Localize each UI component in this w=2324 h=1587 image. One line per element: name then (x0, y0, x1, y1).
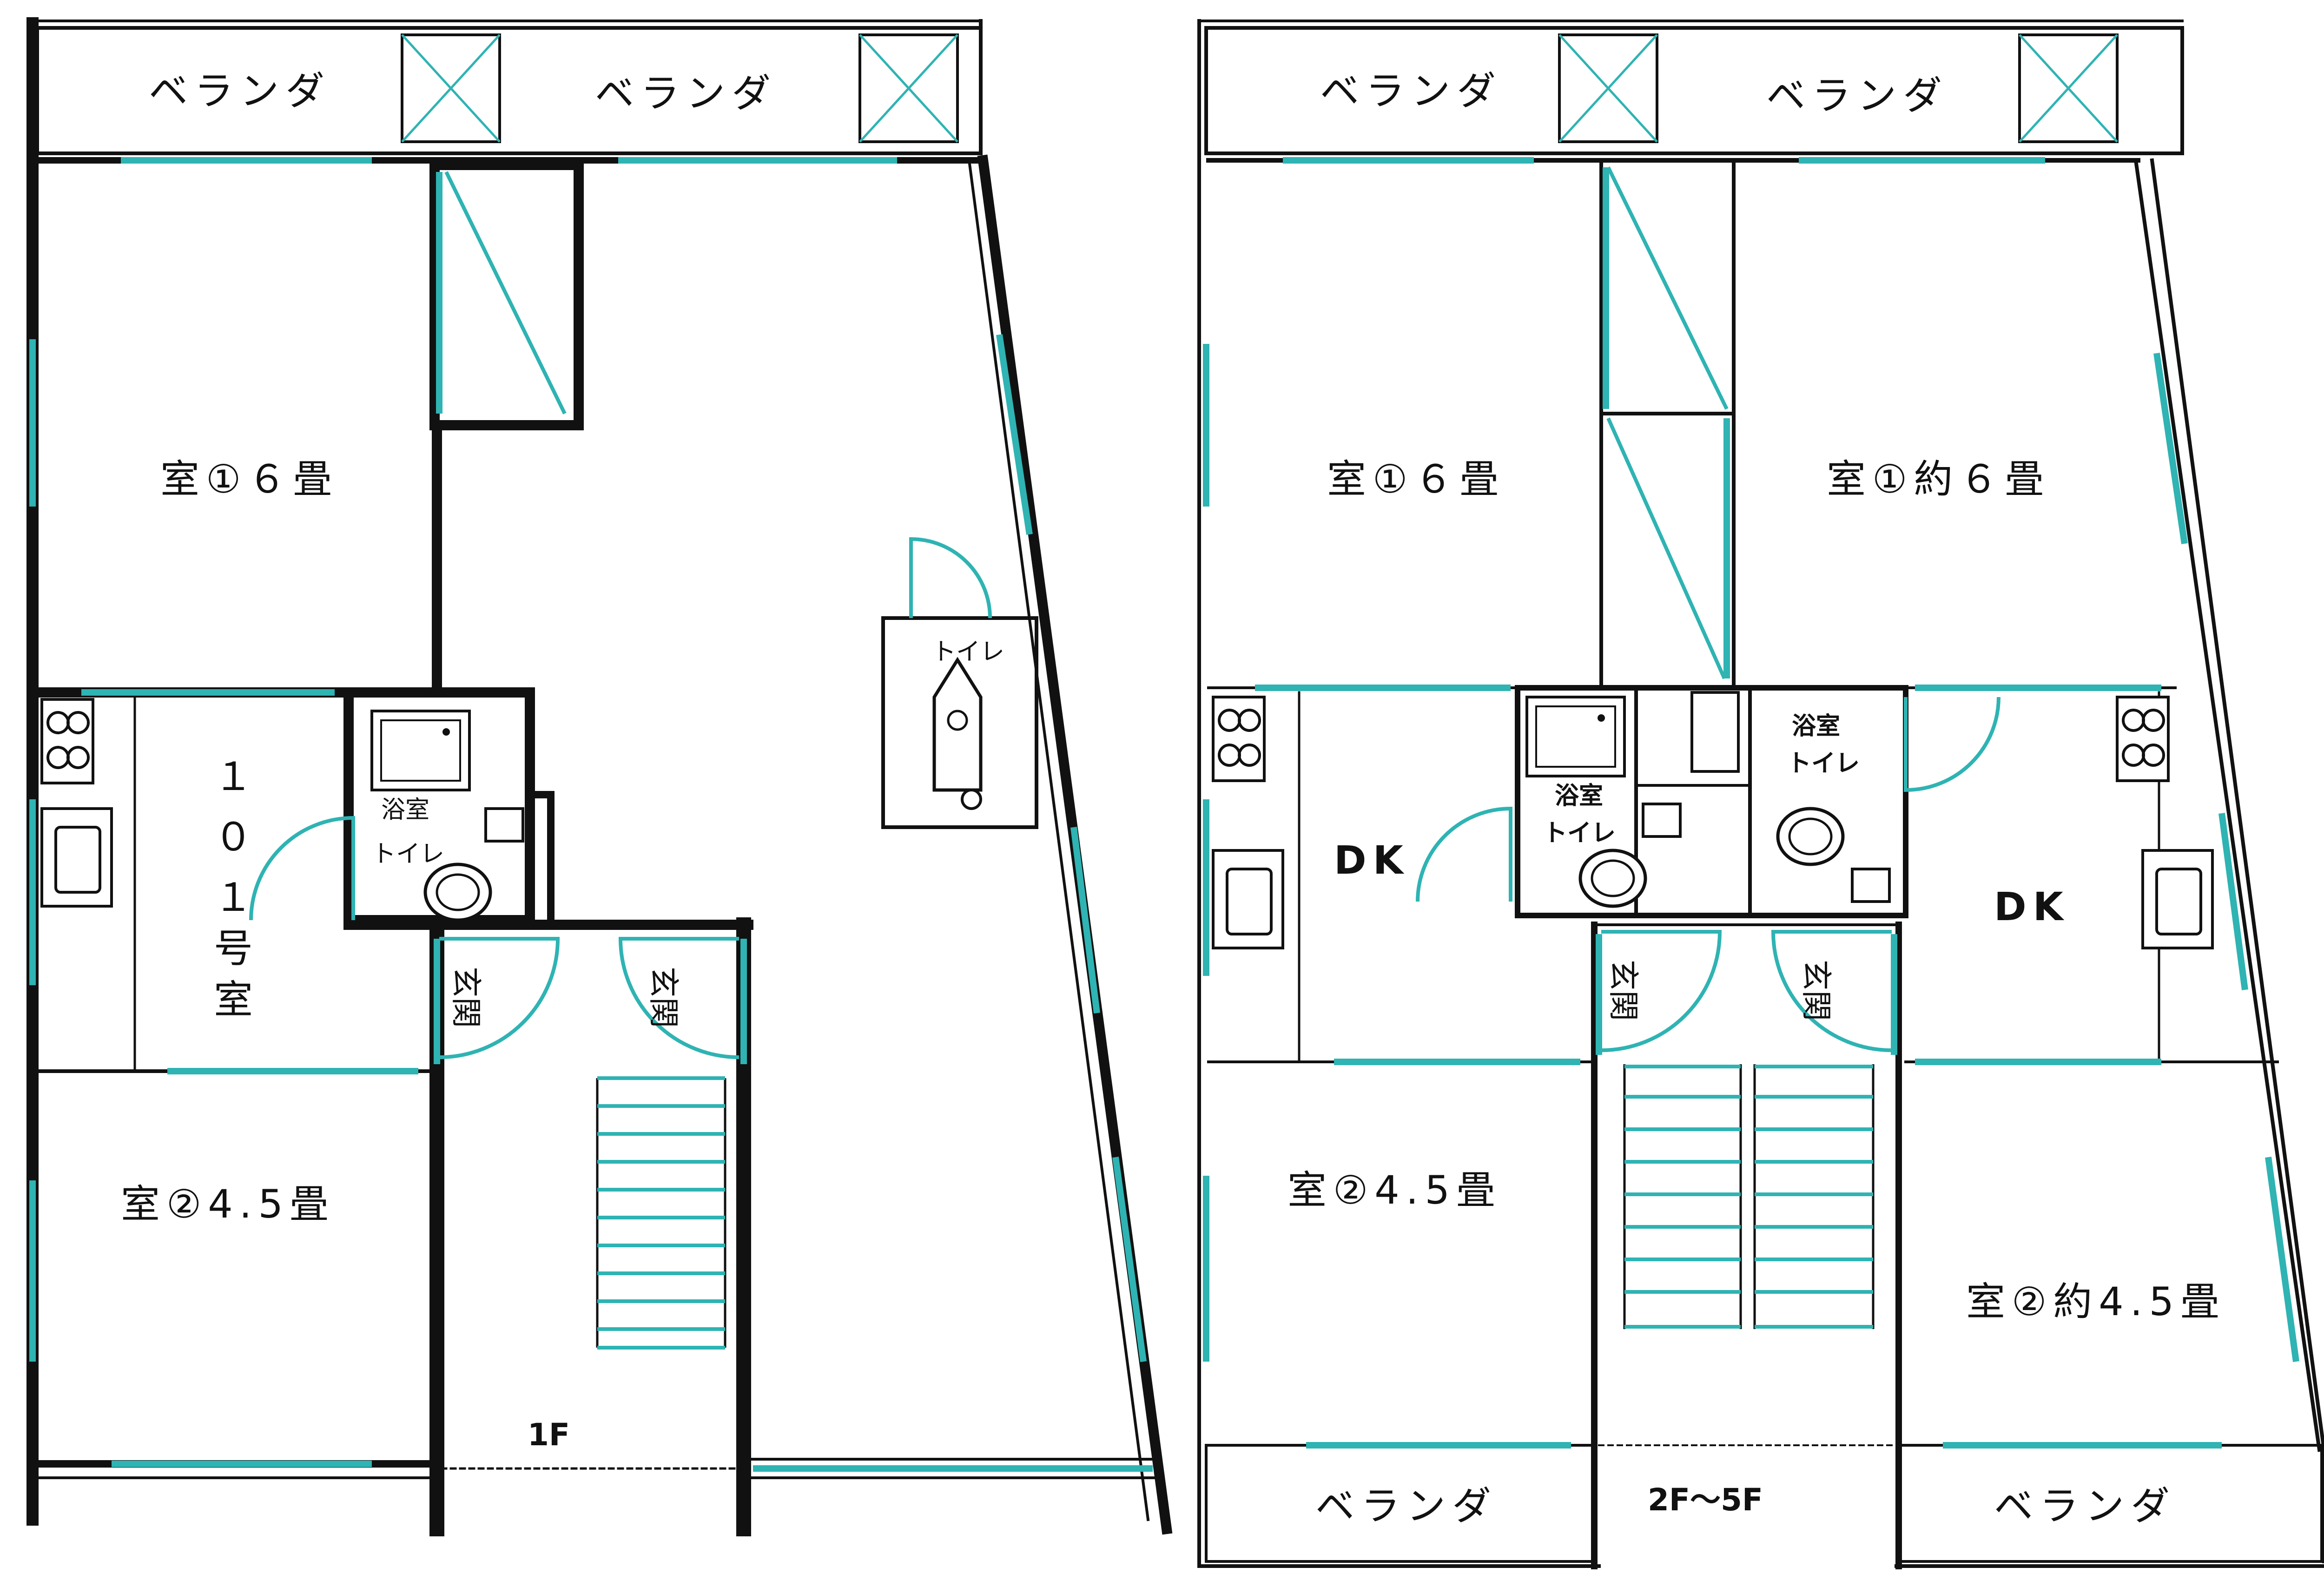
left-bath-label-1: 浴室 (381, 796, 429, 824)
left-room101-line-5: 室 (214, 977, 259, 1022)
right-floor-label: 2F～5F (1648, 1482, 1763, 1518)
left-room1-label: 室①６畳 (160, 456, 338, 502)
right-veranda-bottom-right: ベランダ (1994, 1483, 2176, 1529)
right-entrance-left: 玄関 (1605, 960, 1641, 1021)
left-room2-label: 室②4.5畳 (121, 1181, 335, 1227)
right-stairs (1623, 1064, 1875, 1329)
left-veranda-label-2: ベランダ (595, 71, 777, 116)
left-floor-label: 1F (528, 1417, 570, 1453)
right-plan-doors (1416, 697, 2000, 1052)
left-stairs (596, 1076, 726, 1350)
right-bath-right-1: 浴室 (1792, 712, 1840, 740)
right-bath-left-2: トイレ (1543, 819, 1616, 847)
left-room101-line-2: ０ (214, 814, 259, 860)
left-room101-line-1: １ (214, 754, 259, 799)
right-veranda-top-left: ベランダ (1320, 68, 1502, 114)
right-veranda-bottom-left: ベランダ (1315, 1483, 1498, 1529)
right-room1-left: 室①６畳 (1327, 456, 1505, 502)
right-bath-right-2: トイレ (1787, 750, 1860, 777)
left-room101-line-4: 号 (214, 926, 259, 971)
left-entrance-1-label: 玄関 (448, 967, 484, 1028)
right-veranda-top-right: ベランダ (1766, 73, 1948, 119)
right-dk-left: DK (1334, 837, 1410, 883)
right-room2-left: 室②4.5畳 (1287, 1167, 1502, 1213)
left-plan-windows (29, 157, 1153, 1472)
right-plan-walls (1197, 19, 2324, 1569)
left-entrance-2-label: 玄関 (646, 967, 681, 1028)
left-plan-doors (249, 537, 992, 1059)
right-dk-right: DK (1994, 884, 2070, 929)
left-toilet-label: トイレ (932, 638, 1004, 666)
right-room2-right: 室②約4.5畳 (1966, 1279, 2226, 1324)
left-room101-line-3: １ (214, 875, 259, 920)
right-room1-right: 室①約６畳 (1827, 456, 2050, 502)
right-plan-windows (1203, 157, 2299, 1449)
right-bath-left-1: 浴室 (1555, 782, 1603, 810)
left-veranda-label: ベランダ (149, 68, 331, 114)
left-bath-label-2: トイレ (372, 840, 444, 868)
right-entrance-right: 玄関 (1798, 960, 1834, 1021)
